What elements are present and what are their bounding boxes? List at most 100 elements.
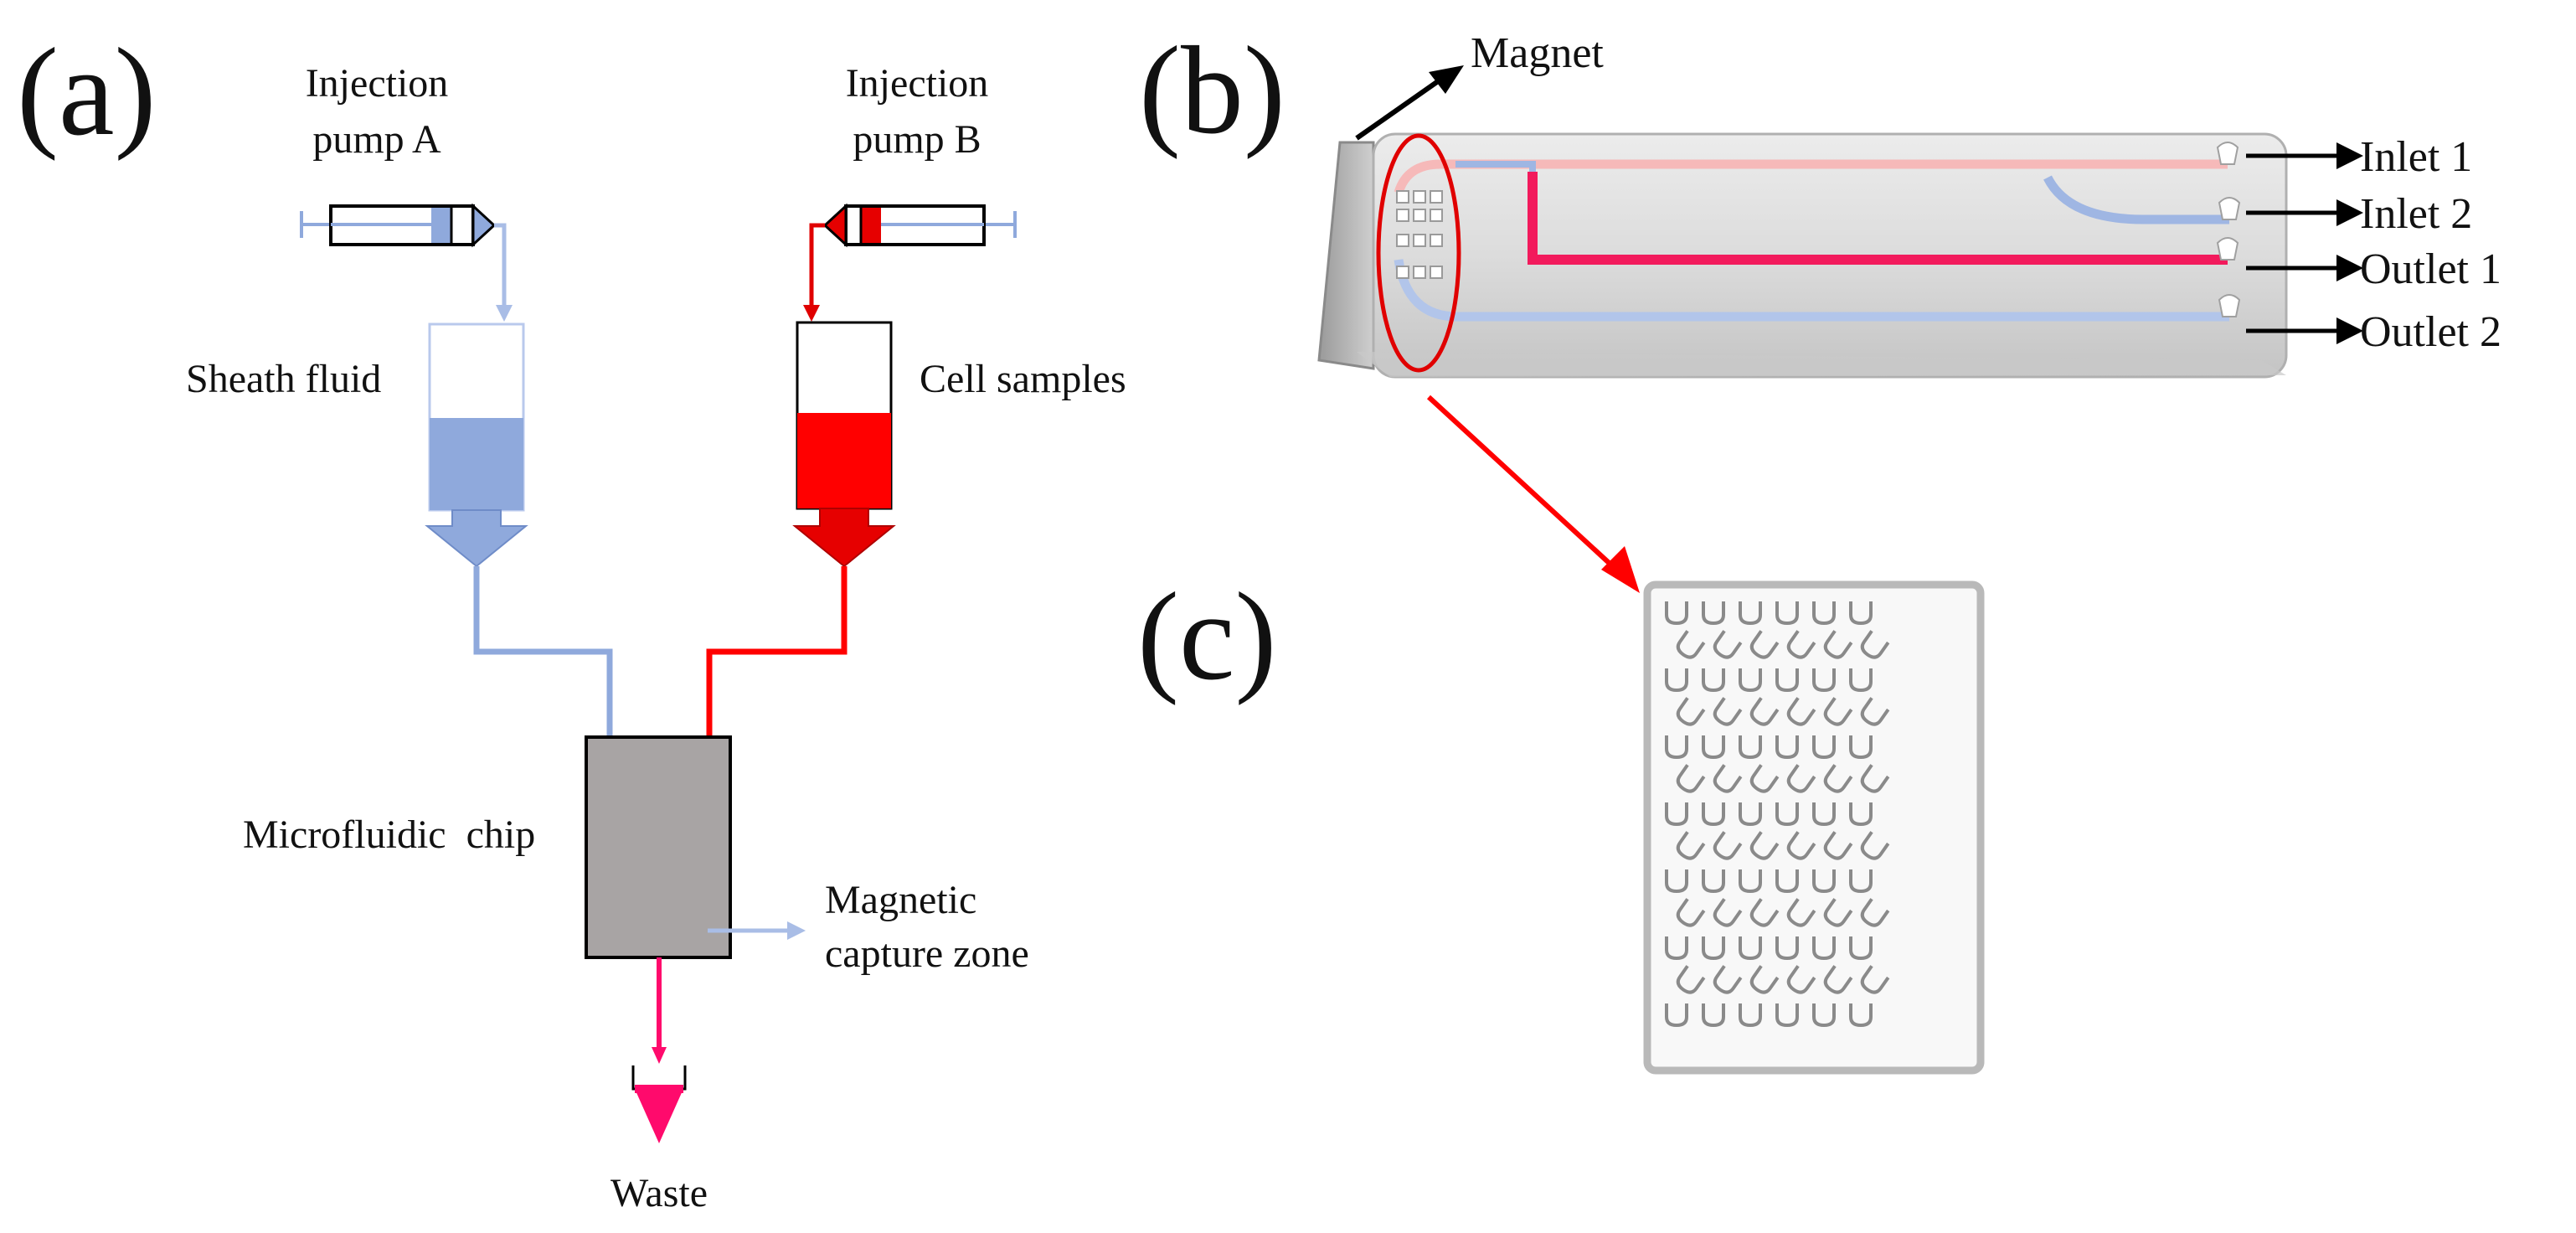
cell-trap <box>1786 697 1816 726</box>
panel-label-a: (a) <box>17 23 156 162</box>
cell-trap <box>1702 668 1725 693</box>
cell-trap <box>1713 697 1743 726</box>
sheath-fluid-reservoir <box>425 322 528 568</box>
cell-trap <box>1786 831 1816 860</box>
cell-trap <box>1665 869 1688 894</box>
sheath-fluid-label: Sheath fluid <box>186 357 381 401</box>
cell-trap <box>1860 764 1890 793</box>
cell-trap <box>1702 869 1725 894</box>
cell-trap <box>1812 735 1836 760</box>
pump-b-label-line2: pump B <box>853 117 981 162</box>
tube-pump-a <box>494 223 507 310</box>
cell-trap <box>1713 965 1743 994</box>
cell-trap <box>1812 601 1836 626</box>
capture-zone-label-line2: capture zone <box>825 931 1029 976</box>
cell-trap <box>1713 898 1743 927</box>
cell-trap <box>1749 764 1780 793</box>
panel-b: Magnet Inlet 1 Inlet 2 Outlet 1 Outlet 2 <box>1317 29 2501 593</box>
inlet-2-label: Inlet 2 <box>2360 190 2472 238</box>
cell-trap <box>1823 764 1853 793</box>
cell-trap <box>1676 630 1706 659</box>
cell-trap <box>1739 668 1762 693</box>
panel-label-b: (b) <box>1139 21 1285 160</box>
cell-trap <box>1702 601 1725 626</box>
cell-trap <box>1749 630 1780 659</box>
capture-zone-label-line1: Magnetic <box>825 878 976 922</box>
cell-trap <box>1713 831 1743 860</box>
cell-trap <box>1676 965 1706 994</box>
port-arrows <box>2246 142 2363 344</box>
panel-c <box>1643 580 1985 1075</box>
cell-trap <box>1702 802 1725 827</box>
cell-trap <box>1739 802 1762 827</box>
cell-trap <box>1749 831 1780 860</box>
cell-trap <box>1702 735 1725 760</box>
microfluidic-chip <box>585 735 732 959</box>
cell-trap <box>1860 898 1890 927</box>
cell-trap <box>1823 697 1853 726</box>
sample-channel <box>706 566 848 737</box>
cell-trap <box>1676 697 1706 726</box>
cell-trap <box>1786 898 1816 927</box>
cell-trap <box>1823 965 1853 994</box>
cell-trap <box>1812 936 1836 961</box>
cell-trap <box>1775 668 1799 693</box>
waste-container-icon <box>631 1065 687 1143</box>
cell-trap <box>1676 898 1706 927</box>
cell-trap <box>1860 630 1890 659</box>
cell-trap <box>1749 965 1780 994</box>
cell-trap <box>1739 869 1762 894</box>
cell-trap <box>1713 764 1743 793</box>
inlet-1-channel <box>1394 159 2228 194</box>
cell-samples-label: Cell samples <box>920 357 1126 401</box>
cell-trap <box>1665 936 1688 961</box>
cell-trap <box>1775 601 1799 626</box>
cell-trap <box>1702 1003 1725 1028</box>
cell-trap <box>1713 630 1743 659</box>
magnet-label: Magnet <box>1471 29 1604 77</box>
syringe-pump-a-icon <box>300 203 497 248</box>
cell-trap <box>1849 869 1873 894</box>
cell-trap <box>1849 1003 1873 1028</box>
cell-trap <box>1665 802 1688 827</box>
cell-trap <box>1702 936 1725 961</box>
panel-a: Injection pump A Sheath fluid Injection … <box>186 61 1126 1215</box>
cell-trap <box>1812 1003 1836 1028</box>
waste-label: Waste <box>611 1171 708 1215</box>
cell-trap <box>1860 831 1890 860</box>
tube-pump-b-arrowhead <box>803 305 820 322</box>
cell-trap <box>1739 1003 1762 1028</box>
cell-trap <box>1812 668 1836 693</box>
inlet-2-channel <box>2043 175 2229 224</box>
cell-samples-reservoir <box>792 321 896 568</box>
cell-trap <box>1775 802 1799 827</box>
cell-trap <box>1665 1003 1688 1028</box>
cell-trap <box>1665 735 1688 760</box>
cell-trap <box>1860 965 1890 994</box>
cell-trap <box>1849 802 1873 827</box>
inlet-1-label: Inlet 1 <box>2360 133 2472 181</box>
cell-trap <box>1786 764 1816 793</box>
tube-pump-b <box>809 223 825 310</box>
port-caps <box>2216 142 2241 317</box>
sheath-channel <box>473 566 613 737</box>
cell-trap <box>1665 601 1688 626</box>
capture-zone-highlight <box>1376 133 1461 373</box>
cell-trap <box>1849 601 1873 626</box>
cell-trap <box>1849 735 1873 760</box>
cell-trap <box>1775 869 1799 894</box>
cell-trap <box>1775 936 1799 961</box>
outlet-1-label: Outlet 1 <box>2360 245 2501 293</box>
cell-trap <box>1812 802 1836 827</box>
trap-grid <box>1665 601 1890 1028</box>
cell-trap <box>1823 898 1853 927</box>
cell-trap <box>1786 630 1816 659</box>
pump-b-label-line1: Injection <box>846 61 989 106</box>
cell-trap <box>1676 831 1706 860</box>
trap-array-enlarged <box>1643 580 1985 1075</box>
cell-trap <box>1739 601 1762 626</box>
cell-trap <box>1749 697 1780 726</box>
cell-trap <box>1775 1003 1799 1028</box>
cell-trap <box>1786 965 1816 994</box>
